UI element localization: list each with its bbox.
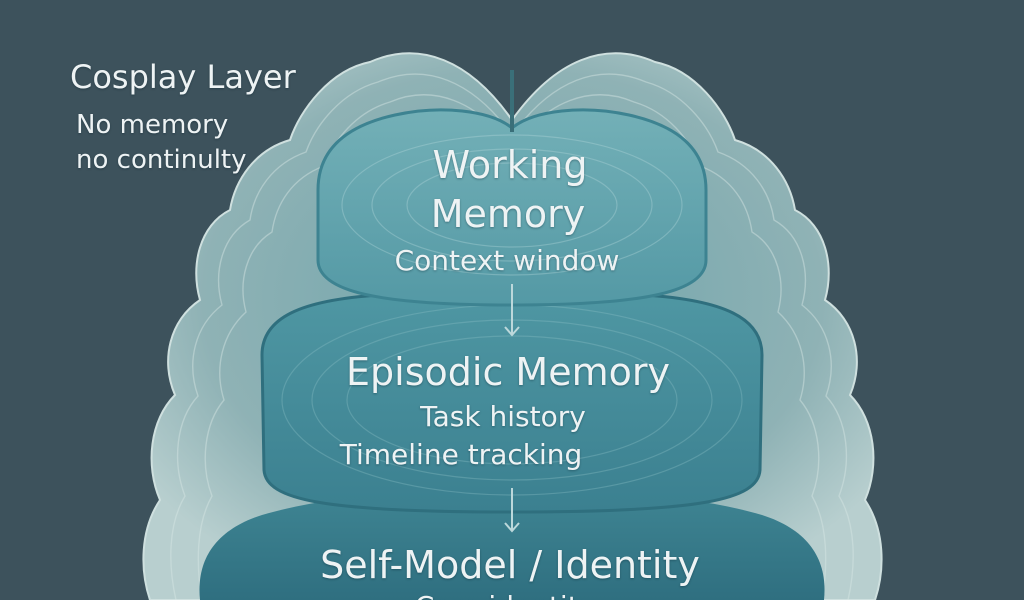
self-model-title: Self-Model / Identity — [320, 543, 700, 587]
working-contours — [341, 134, 683, 276]
self-model-subtitle: Core identity — [415, 590, 596, 600]
working-memory-subtitle: Context window — [394, 244, 620, 277]
episodic-memory-subtitle-2: Timeline tracking — [339, 438, 583, 471]
arrow-down-icon — [504, 488, 520, 533]
ridge-contours — [170, 73, 854, 600]
arrow-down-icon — [504, 284, 520, 337]
working-memory-title-line1: Working — [432, 143, 588, 187]
episodic-memory-title: Episodic Memory — [346, 350, 670, 394]
cosplay-layer-title: Cosplay Layer — [70, 58, 296, 96]
episodic-memory-subtitle-1: Task history — [420, 400, 586, 433]
cosplay-layer-line2: no continulty — [76, 145, 247, 175]
layer-self-model-shape — [199, 490, 825, 600]
working-memory-title-line2: Memory — [430, 192, 586, 236]
cosplay-layer-line1: No memory — [76, 110, 229, 140]
